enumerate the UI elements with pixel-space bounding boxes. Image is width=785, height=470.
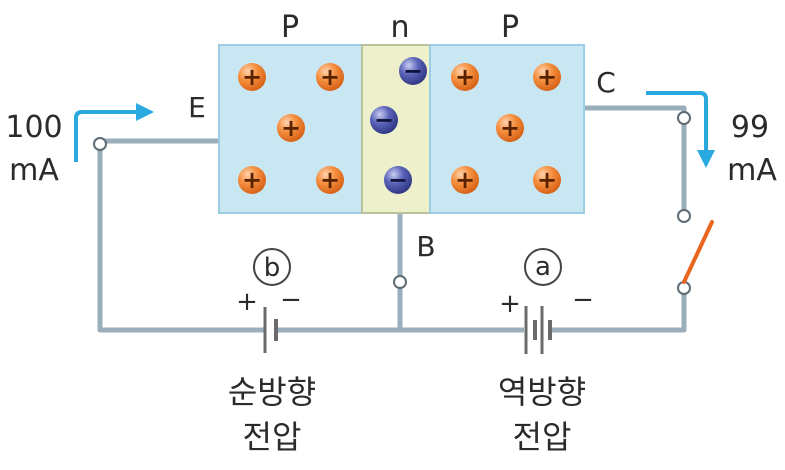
electron-particle: − bbox=[384, 166, 412, 194]
switch-blade bbox=[682, 220, 714, 284]
hole-particle: + bbox=[238, 166, 266, 194]
electron-particle: − bbox=[370, 106, 398, 134]
hole-particle: + bbox=[496, 114, 524, 142]
collector-current-value: 99 bbox=[731, 110, 769, 145]
label-emitter: E bbox=[188, 91, 206, 124]
collector-wire bbox=[584, 105, 687, 215]
forward-battery-plus: + bbox=[236, 287, 258, 317]
collector-node bbox=[677, 111, 691, 125]
collector-current-unit: mA bbox=[727, 153, 777, 188]
hole-particle: + bbox=[451, 166, 479, 194]
base-node bbox=[393, 275, 407, 289]
svg-text:+: + bbox=[320, 63, 340, 91]
reverse-battery-marker-circle bbox=[524, 248, 562, 286]
reverse-battery-minus: − bbox=[572, 285, 594, 315]
hole-particle: + bbox=[238, 63, 266, 91]
svg-text:+: + bbox=[537, 63, 557, 91]
hole-particle: + bbox=[277, 114, 305, 142]
reverse-battery: + − a bbox=[499, 248, 594, 355]
forward-caption-line2: 전압 bbox=[243, 418, 302, 456]
reverse-battery-plus: + bbox=[499, 289, 521, 319]
svg-text:+: + bbox=[242, 63, 262, 91]
collector-return bbox=[551, 288, 687, 333]
forward-battery-marker-circle bbox=[253, 248, 291, 286]
hole-particle: + bbox=[533, 166, 561, 194]
holes: + + + + + + + + + + bbox=[238, 63, 561, 194]
svg-text:+: + bbox=[500, 114, 520, 142]
emitter-wire bbox=[97, 138, 265, 333]
reverse-caption-line1: 역방향 bbox=[498, 373, 586, 411]
forward-battery: + − b bbox=[236, 248, 302, 355]
switch-node-top bbox=[677, 209, 691, 223]
forward-battery-marker: b bbox=[264, 253, 281, 283]
svg-text:+: + bbox=[455, 63, 475, 91]
reverse-battery-marker: a bbox=[535, 252, 551, 282]
emitter-current-unit: mA bbox=[9, 153, 59, 188]
terminal-nodes bbox=[93, 111, 691, 295]
svg-text:−: − bbox=[403, 57, 423, 85]
emitter-current-value: 100 bbox=[5, 110, 62, 145]
hole-particle: + bbox=[316, 166, 344, 194]
hole-particle: + bbox=[533, 63, 561, 91]
collector-current-arrow bbox=[646, 91, 715, 168]
svg-text:+: + bbox=[537, 166, 557, 194]
electron-particle: − bbox=[399, 57, 427, 85]
svg-text:−: − bbox=[388, 166, 408, 194]
label-p-left: P bbox=[281, 10, 299, 45]
svg-text:+: + bbox=[320, 166, 340, 194]
label-base: B bbox=[416, 230, 435, 263]
svg-text:+: + bbox=[242, 166, 262, 194]
electrons: − − − bbox=[370, 57, 427, 194]
svg-text:+: + bbox=[455, 166, 475, 194]
label-p-right: P bbox=[501, 10, 519, 45]
forward-caption-line1: 순방향 bbox=[228, 373, 316, 411]
circuit-wires bbox=[97, 105, 687, 333]
emitter-current-arrow bbox=[74, 103, 154, 162]
hole-particle: + bbox=[316, 63, 344, 91]
svg-text:+: + bbox=[281, 114, 301, 142]
label-n: n bbox=[390, 10, 409, 45]
svg-text:−: − bbox=[374, 106, 394, 134]
label-collector: C bbox=[596, 66, 616, 99]
forward-battery-minus: − bbox=[280, 285, 302, 315]
emitter-node bbox=[93, 137, 107, 151]
reverse-caption-line2: 전압 bbox=[513, 418, 572, 456]
hole-particle: + bbox=[451, 63, 479, 91]
